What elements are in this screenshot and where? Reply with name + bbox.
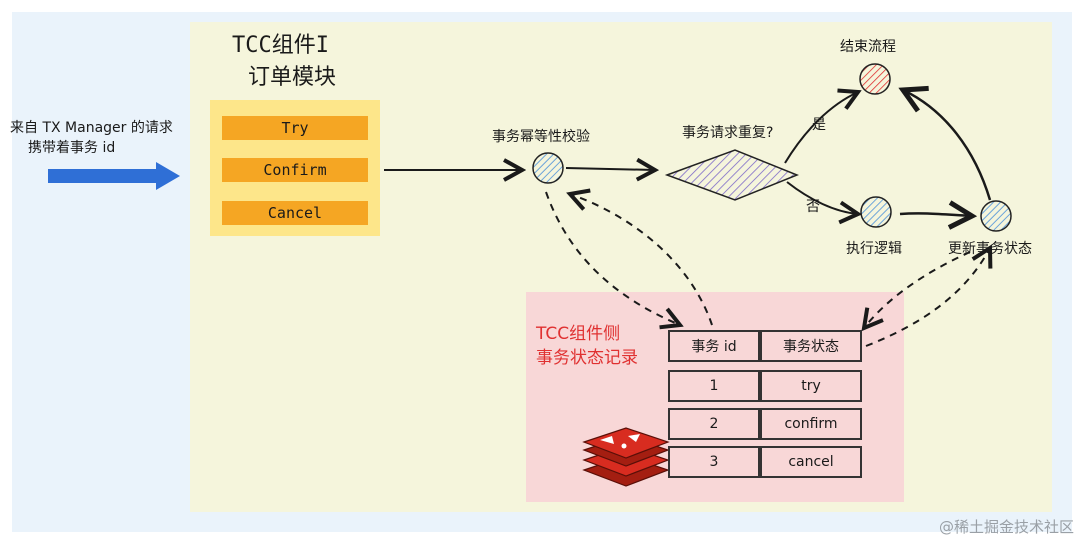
method-cancel: Cancel xyxy=(222,201,368,225)
watermark: @稀土掘金技术社区 xyxy=(938,518,1074,536)
idempotent-check-node-icon xyxy=(532,152,564,184)
duplicate-question-label: 事务请求重复? xyxy=(682,125,774,141)
module-title-line-1: TCC组件I xyxy=(232,33,329,58)
end-flow-label: 结束流程 xyxy=(840,39,896,55)
source-request-text: 来自 TX Manager 的请求 携带着事务 id xyxy=(10,118,173,158)
dashed-arrow-update-to-table xyxy=(864,251,971,328)
source-line-2: 携带着事务 id xyxy=(28,140,116,156)
method-panel: Try Confirm Cancel xyxy=(210,100,380,236)
method-try: Try xyxy=(222,116,368,140)
execute-logic-label: 执行逻辑 xyxy=(846,241,902,257)
table-cell-status: confirm xyxy=(760,408,862,440)
table-cell-status: try xyxy=(760,370,862,402)
table-cell-status: cancel xyxy=(760,446,862,478)
module-title: TCC组件I 订单模块 xyxy=(232,30,336,94)
yes-branch-label: 是 xyxy=(812,117,826,133)
status-table: 事务 id 事务状态 1 try 2 confirm 3 cancel xyxy=(668,330,862,480)
arrow-decision-to-execute xyxy=(786,181,858,214)
table-header-status: 事务状态 xyxy=(760,330,862,362)
arrow-check-to-decision xyxy=(565,168,655,170)
record-title: TCC组件侧 事务状态记录 xyxy=(536,322,638,370)
table-cell-id: 2 xyxy=(668,408,760,440)
dashed-arrow-table-to-update xyxy=(865,248,990,347)
duplicate-decision-diamond-icon xyxy=(664,149,800,201)
source-line-1: 来自 TX Manager 的请求 xyxy=(10,120,173,136)
input-arrow-icon xyxy=(48,162,180,190)
table-cell-id: 3 xyxy=(668,446,760,478)
redis-stack-icon xyxy=(582,427,670,487)
update-status-node-icon xyxy=(980,200,1012,232)
record-title-line-2: 事务状态记录 xyxy=(536,348,638,368)
module-title-line-2: 订单模块 xyxy=(248,65,337,90)
no-branch-label: 否 xyxy=(806,199,820,215)
arrow-update-to-end xyxy=(903,90,992,201)
arrow-execute-to-update xyxy=(899,213,972,216)
dashed-arrow-table-to-check xyxy=(570,194,713,326)
idempotent-check-label: 事务幂等性校验 xyxy=(492,129,590,145)
table-cell-id: 1 xyxy=(668,370,760,402)
end-flow-node-icon xyxy=(859,63,891,95)
dashed-arrow-check-to-table xyxy=(545,191,680,325)
method-confirm: Confirm xyxy=(222,158,368,182)
update-status-label: 更新事务状态 xyxy=(948,241,1032,257)
arrow-decision-to-end xyxy=(784,92,858,164)
execute-logic-node-icon xyxy=(860,196,892,228)
table-header-id: 事务 id xyxy=(668,330,760,362)
record-title-line-1: TCC组件侧 xyxy=(536,324,621,344)
